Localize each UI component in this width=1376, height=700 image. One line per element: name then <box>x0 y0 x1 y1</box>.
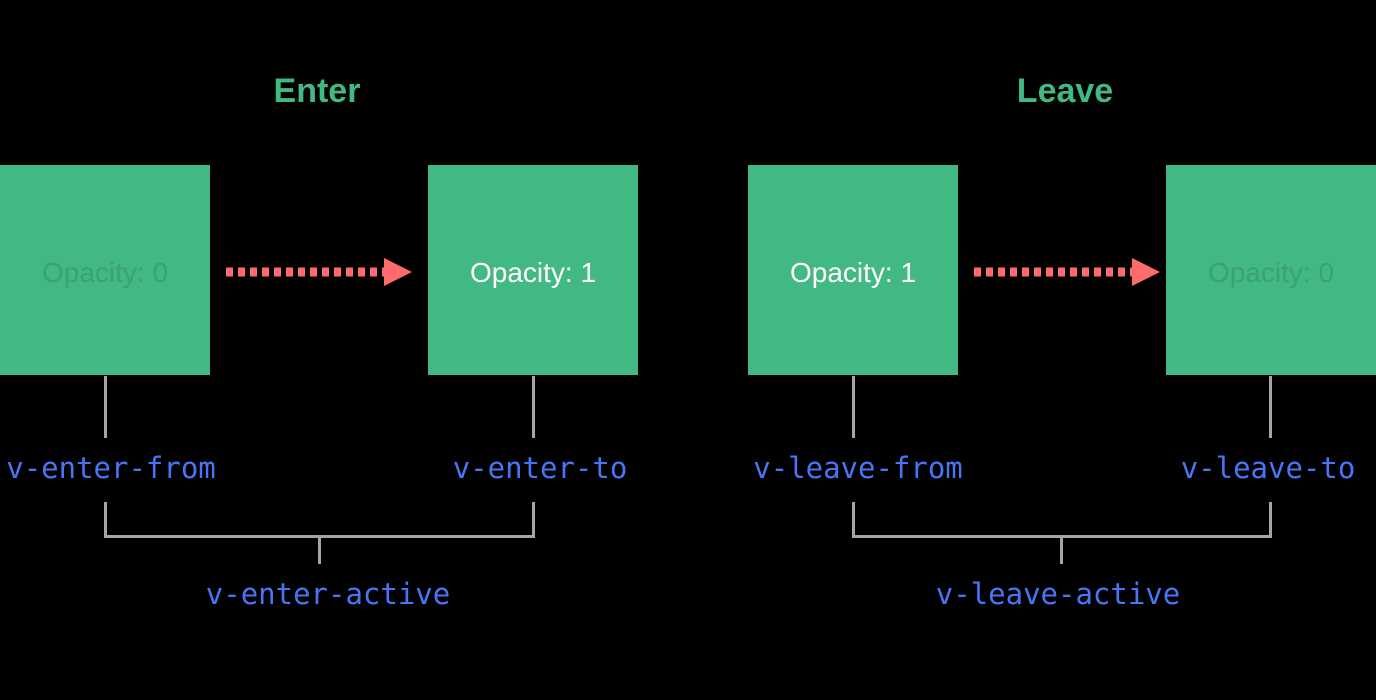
leave-to-connector-line <box>1269 376 1272 438</box>
enter-from-opacity-value: Opacity: 0 <box>41 256 169 288</box>
enter-to-class-label: v-enter-to <box>452 451 628 485</box>
dashed-arrow-icon <box>974 258 1160 286</box>
enter-active-bracket <box>104 502 535 538</box>
enter-phase-title: Enter <box>273 72 361 110</box>
leave-from-connector-line <box>852 376 855 438</box>
leave-to-class-label: v-leave-to <box>1180 451 1356 485</box>
enter-from-class-label: v-enter-from <box>6 451 216 485</box>
leave-from-opacity-value: Opacity: 1 <box>789 256 917 288</box>
enter-from-connector-line <box>104 376 107 438</box>
leave-from-class-label: v-leave-from <box>753 451 963 485</box>
leave-to-box: Opacity: 0 <box>1166 165 1376 375</box>
leave-to-opacity-value: Opacity: 0 <box>1207 256 1335 288</box>
leave-active-bracket <box>852 502 1272 538</box>
enter-active-bracket-stem <box>318 538 321 564</box>
leave-active-bracket-stem <box>1060 538 1063 564</box>
enter-to-box: Opacity: 1 <box>428 165 638 375</box>
leave-active-class-label: v-leave-active <box>935 577 1181 611</box>
enter-from-box: Opacity: 0 <box>0 165 210 375</box>
enter-to-connector-line <box>532 376 535 438</box>
enter-to-opacity-value: Opacity: 1 <box>469 256 597 288</box>
leave-phase-title: Leave <box>1016 72 1114 110</box>
enter-active-class-label: v-enter-active <box>205 577 451 611</box>
dashed-arrow-icon <box>226 258 412 286</box>
leave-from-box: Opacity: 1 <box>748 165 958 375</box>
